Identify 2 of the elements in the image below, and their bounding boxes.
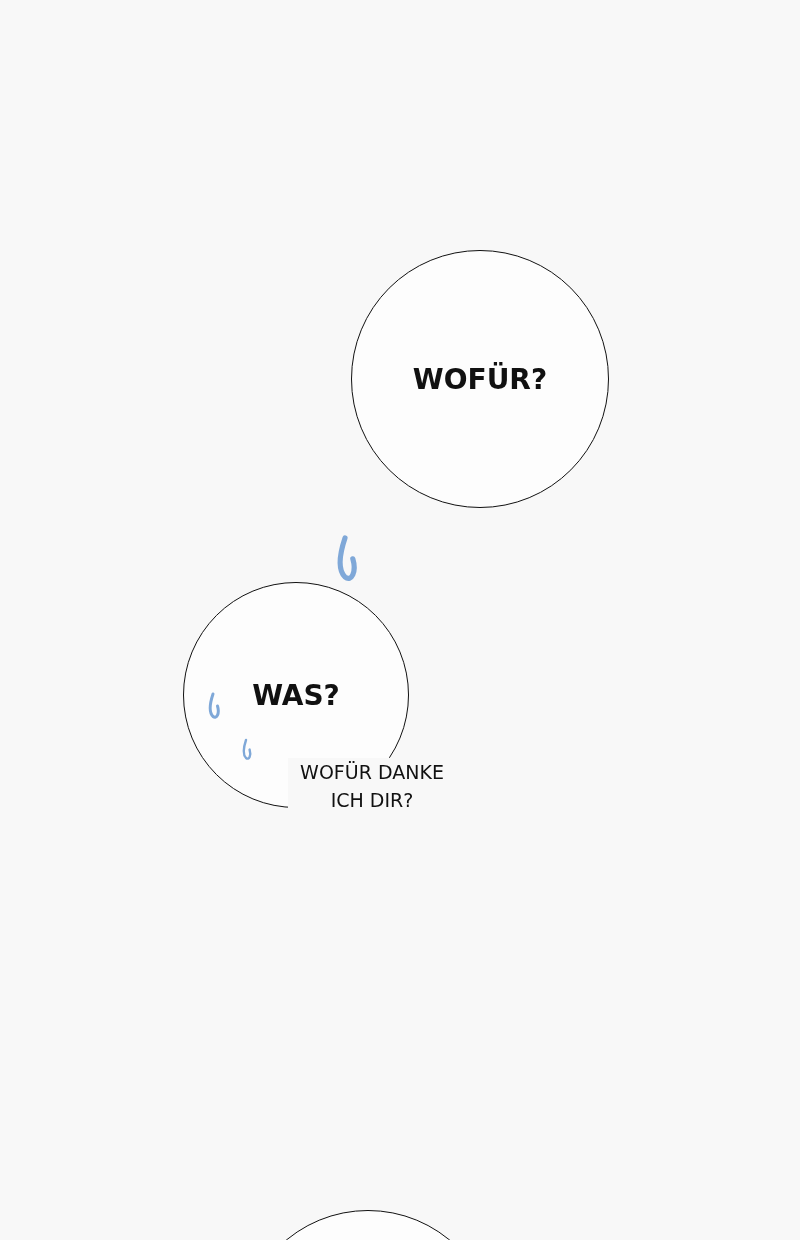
speech-text: WOFÜR? — [412, 362, 548, 396]
speech-text: WAS? — [252, 678, 340, 712]
